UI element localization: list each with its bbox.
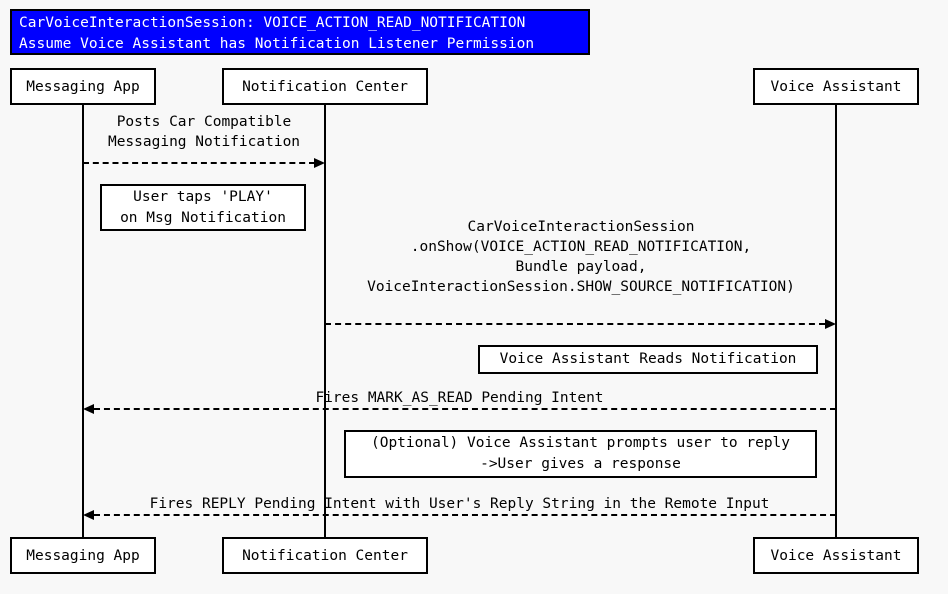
message-arrow-reply-pending-intent: [94, 514, 836, 516]
actor-label-voice-assistant-bottom: Voice Assistant: [770, 547, 902, 564]
actor-box-messaging-app-top[interactable]: Messaging App: [10, 68, 156, 105]
posts-notification-line-1: Posts Car Compatible: [116, 114, 292, 130]
message-arrowhead-reply-pending-intent: [83, 510, 94, 520]
note-user-taps-play-line-2: on Msg Notification: [120, 209, 286, 226]
message-arrowhead-posts-notification: [314, 158, 325, 168]
message-label-mark-as-read: Fires MARK_AS_READ Pending Intent: [83, 388, 836, 408]
actor-label-notification-center-bottom: Notification Center: [242, 547, 408, 564]
actor-box-voice-assistant-bottom[interactable]: Voice Assistant: [753, 537, 919, 574]
title-line-2: Assume Voice Assistant has Notification …: [19, 36, 535, 52]
on-show-line-3: Bundle payload,: [515, 259, 647, 275]
on-show-line-1: CarVoiceInteractionSession: [467, 219, 695, 235]
on-show-line-2: .onShow(VOICE_ACTION_READ_NOTIFICATION,: [410, 239, 752, 255]
note-optional-reply-prompt-line-1: (Optional) Voice Assistant prompts user …: [370, 435, 791, 451]
actor-box-voice-assistant-top[interactable]: Voice Assistant: [753, 68, 919, 105]
lifeline-voice-assistant: [835, 104, 837, 538]
note-assistant-reads-line-1: Voice Assistant Reads Notification: [499, 351, 797, 367]
message-label-reply-pending-intent: Fires REPLY Pending Intent with User's R…: [83, 494, 836, 514]
actor-label-notification-center-top: Notification Center: [242, 78, 408, 95]
message-arrow-posts-notification: [83, 162, 315, 164]
message-arrow-on-show: [325, 323, 825, 325]
mark-as-read-line-1: Fires MARK_AS_READ Pending Intent: [315, 390, 604, 406]
actor-box-notification-center-bottom[interactable]: Notification Center: [222, 537, 428, 574]
lifeline-messaging-app: [82, 104, 84, 538]
lifeline-notification-center: [324, 104, 326, 538]
message-arrowhead-on-show: [825, 319, 836, 329]
actor-box-notification-center-top[interactable]: Notification Center: [222, 68, 428, 105]
note-user-taps-play-line-1: User taps 'PLAY': [133, 188, 273, 205]
message-label-posts-notification: Posts Car Compatible Messaging Notificat…: [83, 112, 325, 152]
actor-label-messaging-app-top: Messaging App: [26, 78, 140, 95]
diagram-title-banner: CarVoiceInteractionSession: VOICE_ACTION…: [10, 9, 590, 55]
reply-pending-intent-line-1: Fires REPLY Pending Intent with User's R…: [149, 496, 770, 512]
actor-box-messaging-app-bottom[interactable]: Messaging App: [10, 537, 156, 574]
note-assistant-reads: Voice Assistant Reads Notification: [478, 345, 818, 374]
note-user-taps-play: User taps 'PLAY' on Msg Notification: [100, 184, 306, 231]
on-show-line-4: VoiceInteractionSession.SHOW_SOURCE_NOTI…: [367, 279, 795, 295]
message-label-on-show: CarVoiceInteractionSession .onShow(VOICE…: [326, 217, 836, 297]
actor-label-messaging-app-bottom: Messaging App: [26, 547, 140, 564]
message-arrow-mark-as-read: [94, 408, 836, 410]
note-optional-reply-prompt-line-2: ->User gives a response: [480, 456, 681, 472]
message-arrowhead-mark-as-read: [83, 404, 94, 414]
posts-notification-line-2: Messaging Notification: [107, 134, 301, 150]
title-line-1: CarVoiceInteractionSession: VOICE_ACTION…: [19, 15, 526, 31]
note-optional-reply-prompt: (Optional) Voice Assistant prompts user …: [344, 430, 817, 478]
actor-label-voice-assistant-top: Voice Assistant: [770, 78, 902, 95]
